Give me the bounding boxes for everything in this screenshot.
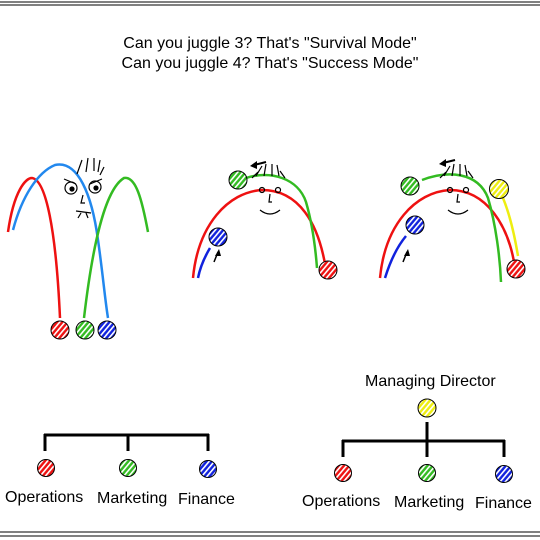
calm-face-2 [251,163,286,215]
org3-ball-operations [37,459,55,477]
yellow-arc-4 [501,197,520,257]
red-arc [191,188,327,279]
org3-ball-finance [199,460,217,478]
blue-ball-air-4 [405,215,425,235]
red-ball-trail [6,176,62,319]
arrow-head-up [215,249,221,256]
headline-line-1: Can you juggle 3? That's "Survival Mode" [123,35,417,52]
frantic-face [63,157,105,219]
arrow-head-up-left [250,161,257,169]
red-ball-dropped [50,320,70,340]
red-arc-4 [378,188,516,279]
org4-ball-marketing [418,464,436,482]
green-ball-dropped [75,320,95,340]
org4-label-operations: Operations [302,493,381,510]
blue-ball-air [208,227,228,247]
arrow-head-up-4 [404,249,410,256]
juggler-four-balls [378,159,526,283]
green-arc [245,173,319,269]
org4-label-marketing: Marketing [394,494,465,511]
blue-arc [196,247,212,279]
arrow-head-up-left-4 [439,159,446,167]
juggler-three-balls [191,161,338,280]
org-chart-three [37,433,217,478]
headline-line-2: Can you juggle 4? That's "Success Mode" [121,55,419,72]
org3-label-operations: Operations [5,489,84,506]
light-blue-ball-trail [11,163,110,319]
org3-ball-marketing [119,459,137,477]
green-ball-trail [82,176,150,319]
org4-label-director: Managing Director [365,373,496,390]
yellow-ball-air-4 [489,179,509,199]
green-ball-air [228,170,248,190]
org-chart-four [334,398,513,483]
red-ball-air [318,260,338,280]
org3-label-marketing: Marketing [97,490,168,507]
red-ball-air-4 [506,259,526,279]
calm-face-3 [439,163,474,215]
org3-label-finance: Finance [178,491,235,508]
green-ball-air-4 [400,176,420,196]
blue-arc-4 [383,235,407,279]
org4-ball-finance [495,465,513,483]
org4-ball-director [417,398,437,418]
org4-ball-operations [334,464,352,482]
org4-label-finance: Finance [475,495,532,512]
blue-ball-dropped [97,320,117,340]
green-arc-4 [421,173,503,283]
juggler-frantic [6,157,150,340]
